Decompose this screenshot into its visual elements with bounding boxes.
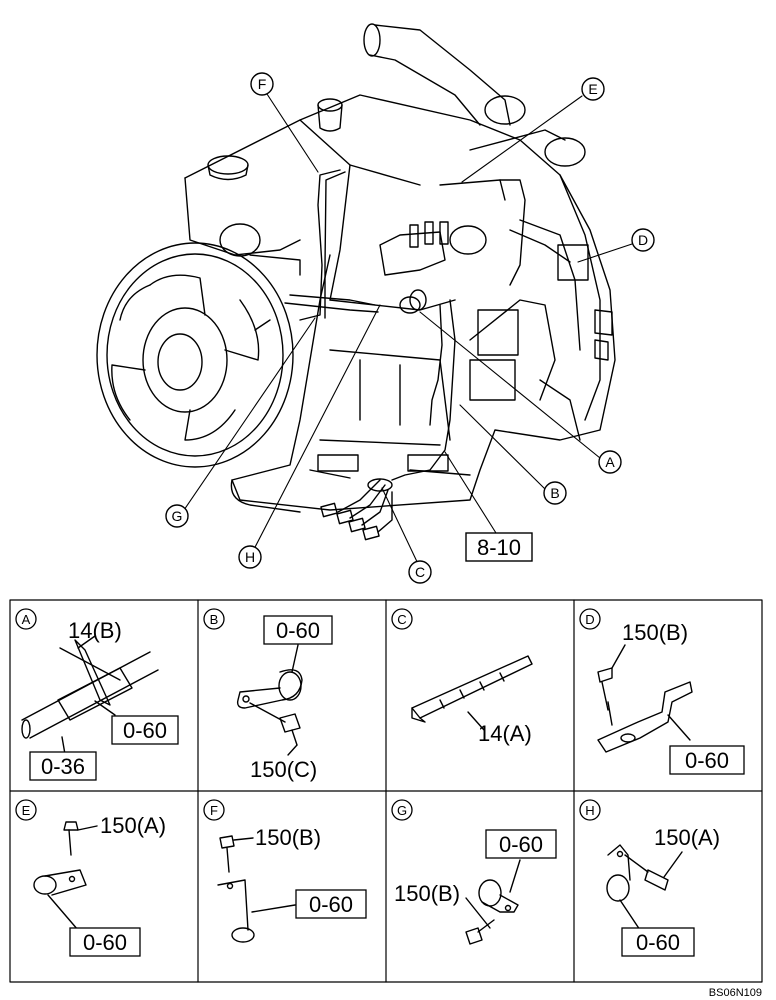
panel-a-part-14b: 14(B) bbox=[68, 618, 122, 643]
detail-grid bbox=[9, 599, 763, 983]
callout-d-label: D bbox=[638, 232, 648, 248]
oil-pan bbox=[230, 479, 301, 513]
panel-b-art bbox=[236, 644, 303, 756]
panel-c-art bbox=[411, 655, 533, 731]
panel-b: B 0-60 150(C) bbox=[203, 608, 333, 782]
oil-filler-cap bbox=[207, 98, 343, 181]
panel-h: H 150(A) 0-60 bbox=[579, 799, 720, 957]
panel-f-letter: F bbox=[210, 803, 218, 818]
callout-h-label: H bbox=[245, 549, 255, 565]
panel-d-letter: D bbox=[585, 612, 594, 627]
panel-g: G 0-60 150(B) bbox=[391, 799, 557, 906]
panel-e-part-0-60: 0-60 bbox=[83, 930, 127, 955]
panel-e-part-150a: 150(A) bbox=[100, 813, 166, 838]
callout-e-label: E bbox=[588, 81, 597, 97]
callout-c: C bbox=[408, 560, 432, 584]
panel-d-art bbox=[597, 644, 693, 753]
callout-f-label: F bbox=[258, 76, 267, 92]
callout-b: B bbox=[543, 481, 567, 505]
panel-b-letter: B bbox=[210, 612, 219, 627]
callout-a-label: A bbox=[605, 454, 615, 470]
panel-h-part-0-60: 0-60 bbox=[636, 930, 680, 955]
callout-d: D bbox=[631, 228, 655, 252]
callout-b-label: B bbox=[550, 485, 559, 501]
engine-drawing bbox=[96, 23, 616, 541]
callout-f: F bbox=[250, 72, 274, 96]
panel-c-letter: C bbox=[397, 612, 406, 627]
panel-h-part-150a: 150(A) bbox=[654, 825, 720, 850]
ref-box-main-label: 8-10 bbox=[477, 535, 521, 560]
panel-d: D 150(B) 0-60 bbox=[579, 608, 745, 775]
panel-d-part-150b: 150(B) bbox=[622, 620, 688, 645]
panel-e: E 150(A) 0-60 bbox=[15, 799, 166, 957]
panel-c: C 14(A) bbox=[391, 608, 532, 746]
panel-a-art bbox=[21, 635, 159, 761]
panel-d-part-0-60: 0-60 bbox=[685, 748, 729, 773]
panel-e-letter: E bbox=[22, 803, 31, 818]
callout-g: G bbox=[165, 504, 189, 528]
fan bbox=[96, 242, 294, 468]
engine-block bbox=[184, 94, 616, 511]
callout-g-label: G bbox=[172, 508, 183, 524]
panel-a-part-0-60: 0-60 bbox=[123, 718, 167, 743]
panel-g-part-0-60: 0-60 bbox=[499, 832, 543, 857]
panel-f: F 150(B) 0-60 bbox=[203, 799, 367, 919]
panel-f-part-150b: 150(B) bbox=[255, 825, 321, 850]
exhaust-pipe bbox=[363, 23, 566, 151]
injection-pump bbox=[219, 137, 589, 401]
panel-g-art bbox=[465, 859, 521, 945]
callout-a: A bbox=[598, 450, 622, 474]
ref-box-main: 8-10 bbox=[465, 532, 533, 562]
panel-b-part-0-60: 0-60 bbox=[276, 618, 320, 643]
panel-g-letter: G bbox=[397, 803, 407, 818]
panel-a-letter: A bbox=[22, 612, 31, 627]
panel-g-part-150b: 150(B) bbox=[394, 881, 460, 906]
panel-e-art bbox=[33, 821, 98, 931]
leader-lines bbox=[183, 93, 633, 569]
panel-h-letter: H bbox=[585, 803, 594, 818]
panel-f-part-0-60: 0-60 bbox=[309, 892, 353, 917]
wire-harness bbox=[284, 169, 571, 541]
panel-c-part-14a: 14(A) bbox=[478, 721, 532, 746]
drawing-code: BS06N109 bbox=[709, 987, 762, 999]
panel-h-art bbox=[606, 844, 683, 931]
panel-a: A 14(B) 0-60 0-36 bbox=[15, 608, 179, 781]
panel-f-art bbox=[217, 835, 296, 943]
callout-h: H bbox=[238, 545, 262, 569]
callout-e: E bbox=[581, 77, 605, 101]
panel-a-part-0-36: 0-36 bbox=[41, 754, 85, 779]
panel-b-part-150c: 150(C) bbox=[250, 757, 317, 782]
callout-c-label: C bbox=[415, 564, 425, 580]
